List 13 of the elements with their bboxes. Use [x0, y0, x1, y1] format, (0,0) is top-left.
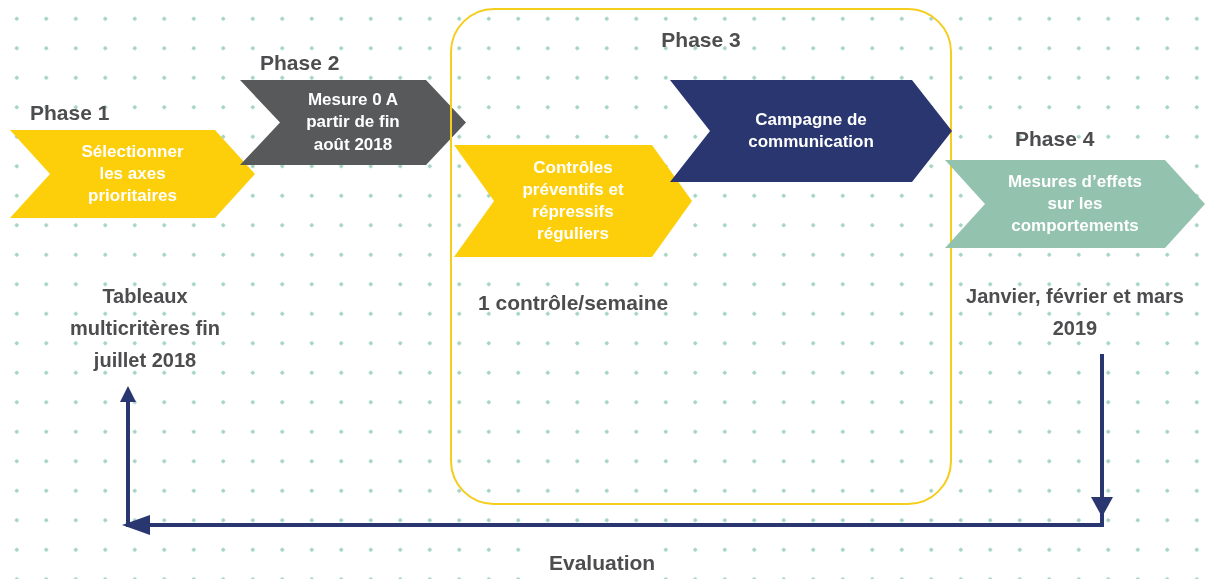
milestone-text: Janvier, février et mars 2019 — [965, 284, 1185, 341]
phase-frame — [450, 8, 952, 505]
frequency-note: 1 contrôle/semaine — [478, 290, 669, 316]
chevron-label: Contrôles préventifs et répressifs réguliers — [521, 156, 625, 246]
phase-heading: Phase 2 — [260, 49, 340, 76]
milestone-text: Tableaux multicritères fin juillet 2018 — [68, 284, 221, 373]
chevron-label: Sélectionner les axes prioritaires — [80, 140, 185, 208]
phase-heading: Phase 4 — [1015, 126, 1095, 153]
chevron-label: Mesure 0 A partir de fin août 2018 — [305, 89, 401, 156]
phase-heading: Phase 1 — [30, 100, 110, 127]
chevron-label: Campagne de communication — [747, 108, 875, 153]
phase-heading: Phase 3 — [661, 28, 741, 51]
chevron-label: Mesures d’effets sur les comportements — [1006, 170, 1144, 238]
